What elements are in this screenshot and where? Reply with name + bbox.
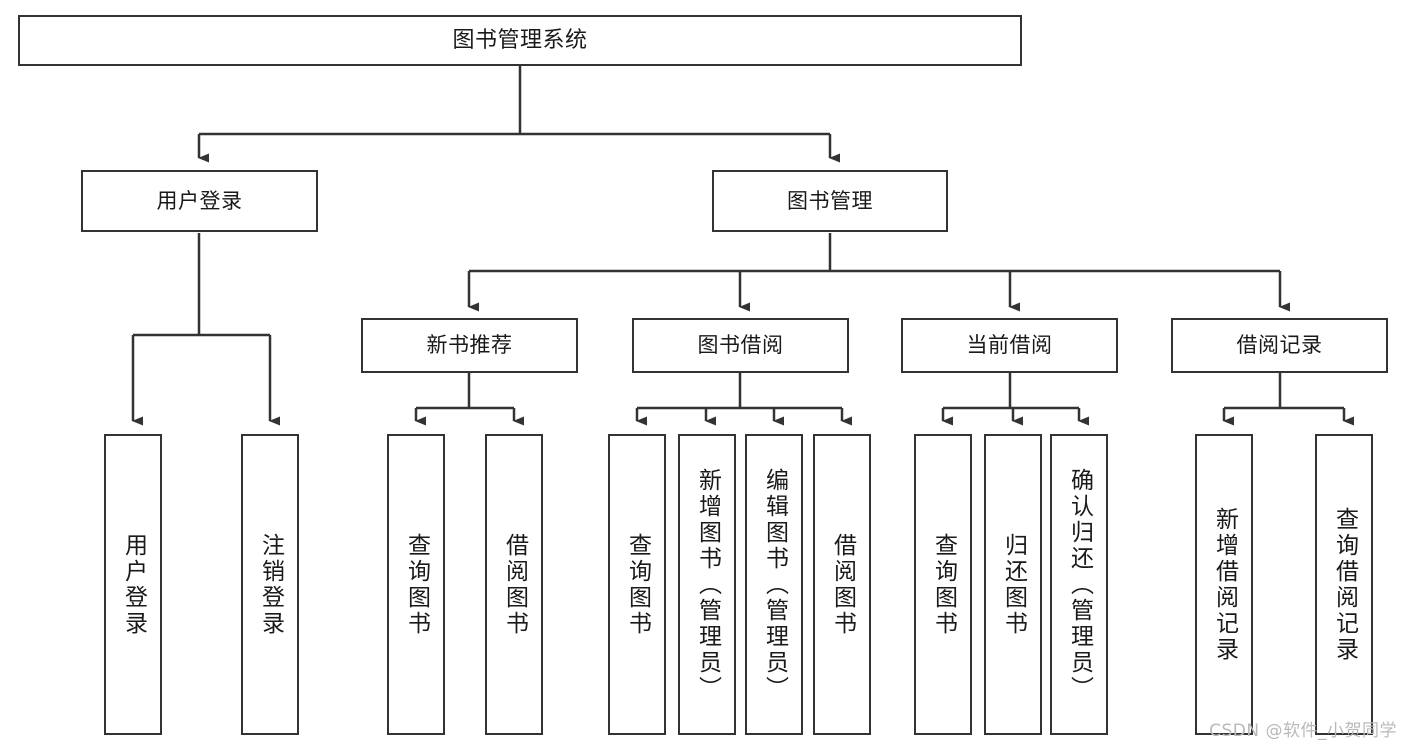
node-label: 新增借阅记录 <box>1211 506 1238 663</box>
node-label: 新增图书（管理员） <box>694 467 721 702</box>
node-borrow-record[interactable]: 借阅记录 <box>1171 318 1388 373</box>
node-label: 借阅记录 <box>1236 333 1323 358</box>
node-current-borrow[interactable]: 当前借阅 <box>901 318 1118 373</box>
node-new-book-recommend[interactable]: 新书推荐 <box>361 318 578 373</box>
leaf-new-book-query[interactable]: 查询图书 <box>387 434 445 735</box>
node-book-borrow[interactable]: 图书借阅 <box>632 318 849 373</box>
leaf-current-borrow-confirm-return[interactable]: 确认归还（管理员） <box>1050 434 1108 735</box>
leaf-borrow-record-query[interactable]: 查询借阅记录 <box>1315 434 1373 735</box>
node-label: 查询图书 <box>403 532 430 637</box>
leaf-book-borrow-query[interactable]: 查询图书 <box>608 434 666 735</box>
node-label: 图书借阅 <box>697 333 784 358</box>
leaf-borrow-record-add[interactable]: 新增借阅记录 <box>1195 434 1253 735</box>
node-label: 新书推荐 <box>426 333 513 358</box>
node-label: 用户登录 <box>156 188 243 213</box>
leaf-book-borrow-add[interactable]: 新增图书（管理员） <box>678 434 736 735</box>
node-label: 编辑图书（管理员） <box>761 467 788 702</box>
node-label: 查询借阅记录 <box>1331 506 1358 663</box>
node-label: 注销登录 <box>257 532 284 637</box>
node-label: 借阅图书 <box>829 532 856 637</box>
node-user-login[interactable]: 用户登录 <box>81 170 318 232</box>
leaf-book-borrow-edit[interactable]: 编辑图书（管理员） <box>745 434 803 735</box>
leaf-book-borrow-borrow[interactable]: 借阅图书 <box>813 434 871 735</box>
node-label: 图书管理系统 <box>452 27 588 53</box>
leaf-user-login-login[interactable]: 用户登录 <box>104 434 162 735</box>
node-label: 查询图书 <box>930 532 957 637</box>
node-label: 查询图书 <box>624 532 651 637</box>
node-label: 用户登录 <box>120 532 147 637</box>
node-label: 确认归还（管理员） <box>1066 467 1093 702</box>
node-label: 图书管理 <box>787 188 873 213</box>
node-book-management[interactable]: 图书管理 <box>712 170 948 232</box>
leaf-user-login-logout[interactable]: 注销登录 <box>241 434 299 735</box>
node-label: 借阅图书 <box>501 532 528 637</box>
leaf-current-borrow-return[interactable]: 归还图书 <box>984 434 1042 735</box>
leaf-current-borrow-query[interactable]: 查询图书 <box>914 434 972 735</box>
node-label: 当前借阅 <box>966 333 1053 358</box>
leaf-new-book-borrow[interactable]: 借阅图书 <box>485 434 543 735</box>
node-root-book-management-system[interactable]: 图书管理系统 <box>18 15 1022 66</box>
node-label: 归还图书 <box>1000 532 1027 637</box>
